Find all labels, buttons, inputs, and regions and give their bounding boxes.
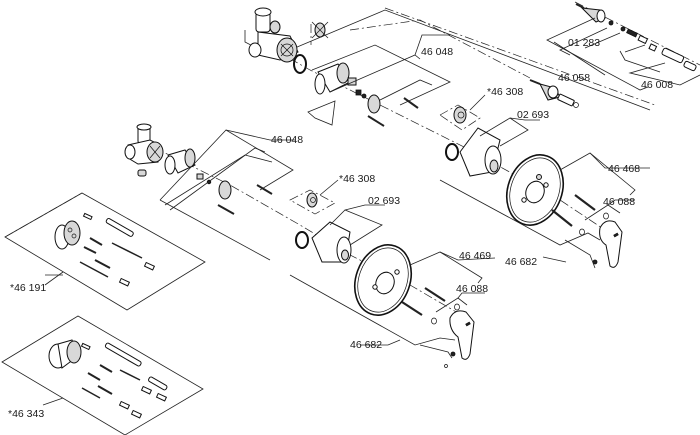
flow-limiter-icon xyxy=(439,104,481,131)
sleeve-icon xyxy=(459,127,502,177)
label-upper-cartridge: 46 048 xyxy=(421,46,453,58)
label-lower-escutcheon: 46 469 xyxy=(459,250,491,262)
screw-icon xyxy=(81,387,101,399)
flow-limiter-icon xyxy=(289,189,336,215)
label-lower-screws: 46 088 xyxy=(456,283,488,295)
valve-body-icon xyxy=(124,123,164,177)
screw-icon xyxy=(94,259,111,269)
cartridge-icon xyxy=(164,148,212,185)
label-upper-handle: 46 682 xyxy=(505,256,537,268)
label-diverter-seal: 01 283 xyxy=(568,37,600,49)
label-extension-kit-a: *46 191 xyxy=(10,282,46,294)
label-diverter-spindle: 46 058 xyxy=(558,72,590,84)
label-upper-screws: 46 088 xyxy=(603,196,635,208)
cartridge-icon xyxy=(314,62,367,99)
lower-assembly: 46 048 *46 308 02 693 xyxy=(124,123,496,368)
extension-kit-a: *46 191 xyxy=(4,192,206,311)
screw-icon xyxy=(424,287,446,302)
label-upper-flow-limiter: *46 308 xyxy=(487,86,523,98)
lever-handle-icon xyxy=(599,220,623,268)
screw-icon xyxy=(87,372,101,381)
o-ring-icon xyxy=(295,231,309,249)
valve-body-icon xyxy=(248,7,299,63)
diverter-spindle-icon xyxy=(529,79,579,108)
screw-icon xyxy=(574,194,596,211)
screw-icon xyxy=(551,209,573,227)
screw-icon xyxy=(79,261,109,278)
label-lower-sleeve: 02 693 xyxy=(368,195,400,207)
extension-body-icon xyxy=(54,220,81,250)
escutcheon-plate-icon xyxy=(505,154,565,226)
lever-handle-icon xyxy=(449,310,475,360)
nut-icon xyxy=(218,180,232,200)
screw-icon xyxy=(111,242,143,259)
screw-icon xyxy=(367,115,385,127)
crossed-out-part-icon xyxy=(310,21,329,45)
sleeve-icon xyxy=(311,221,352,264)
o-ring-icon xyxy=(445,143,459,161)
screw-icon xyxy=(89,237,103,246)
screw-icon xyxy=(119,369,141,381)
label-diverter-extension: 46 008 xyxy=(641,79,673,91)
diverter-spindle-icon xyxy=(575,3,606,23)
label-extension-kit-b: *46 343 xyxy=(8,408,44,420)
label-lower-handle: 46 682 xyxy=(350,339,382,351)
upper-assembly: 46 048 *46 308 02 693 xyxy=(244,7,656,269)
label-lower-cartridge: 46 048 xyxy=(271,134,303,146)
screw-icon xyxy=(217,204,235,215)
kit-b-frame xyxy=(1,315,204,435)
escutcheon-plate-icon xyxy=(353,244,413,316)
screw-icon xyxy=(83,246,97,254)
screw-icon xyxy=(99,364,113,373)
screw-icon xyxy=(97,385,113,395)
extension-body-icon xyxy=(48,339,82,369)
label-lower-flow-limiter: *46 308 xyxy=(339,173,375,185)
nut-icon xyxy=(367,94,381,114)
label-upper-sleeve: 02 693 xyxy=(517,109,549,121)
screw-icon xyxy=(401,301,423,316)
extension-kit-b: *46 343 xyxy=(1,315,204,435)
o-ring-icon xyxy=(293,54,307,74)
label-upper-escutcheon: 46 468 xyxy=(608,163,640,175)
screw-icon xyxy=(403,97,419,109)
upper-frame-dash xyxy=(384,7,656,106)
screw-icon xyxy=(256,184,273,195)
diverter-assembly: 01 283 46 058 46 008 xyxy=(349,1,700,108)
upper-axis-line xyxy=(274,49,621,241)
